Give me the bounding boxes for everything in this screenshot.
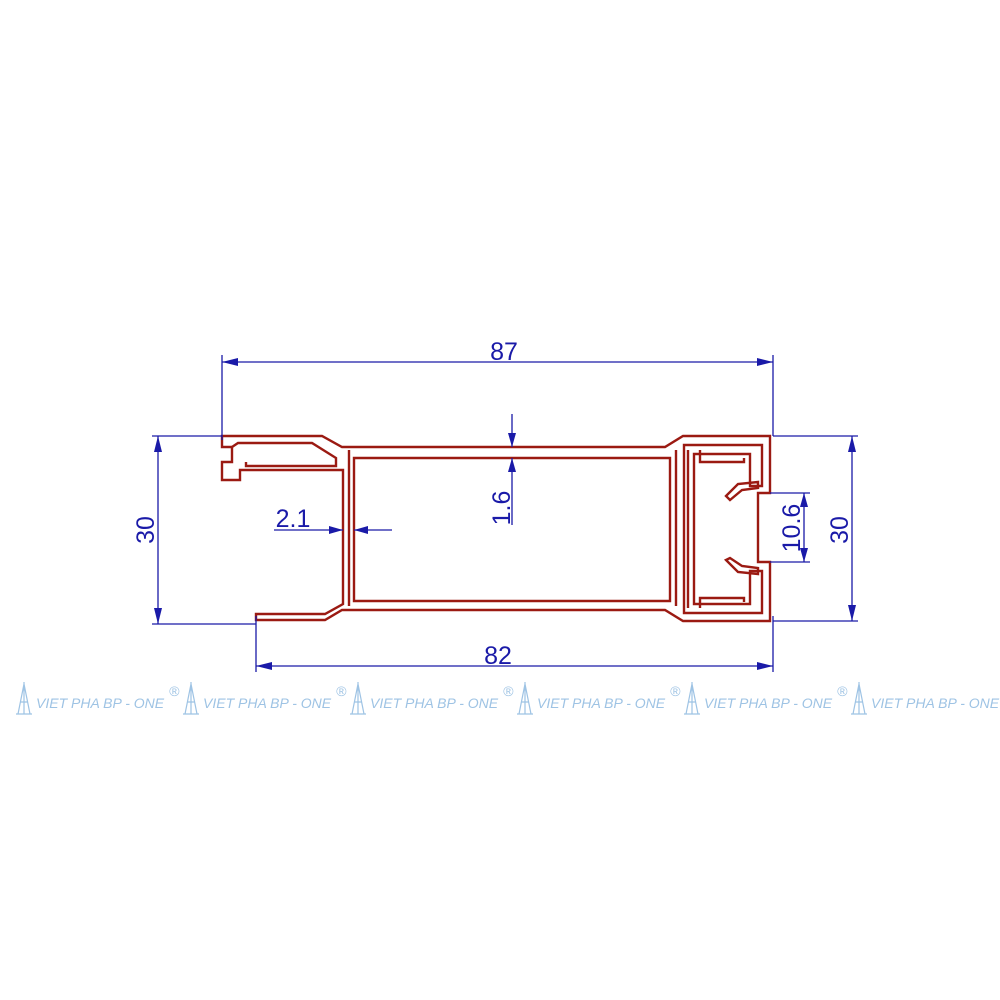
dim-label-right-height: 30 — [826, 516, 854, 544]
watermark-item: VIET PHA BP - ONE® — [851, 682, 1000, 715]
profile-main-chamber — [352, 456, 672, 603]
registered-mark: ® — [837, 683, 848, 699]
watermark-text: VIET PHA BP - ONE — [203, 695, 332, 711]
dim-label-wall-thickness: 1.6 — [488, 491, 516, 526]
tower-logo-icon — [851, 682, 867, 715]
watermark-text: VIET PHA BP - ONE — [36, 695, 165, 711]
profile-right-inner-top — [698, 450, 746, 464]
arrow-head — [154, 608, 162, 624]
arrow-head — [508, 458, 516, 472]
tower-logo-icon — [350, 682, 366, 715]
arrow-head — [800, 548, 808, 562]
arrow-head — [757, 662, 773, 670]
registered-mark: ® — [169, 683, 180, 699]
arrow-head — [508, 433, 516, 447]
tower-logo-icon — [684, 682, 700, 715]
arrow-head — [329, 526, 343, 534]
watermark-text: VIET PHA BP - ONE — [537, 695, 666, 711]
profile-right-channel — [682, 443, 764, 615]
watermark-text: VIET PHA BP - ONE — [704, 695, 833, 711]
tower-logo-icon — [16, 682, 32, 715]
aluminium-profile-section — [220, 434, 772, 623]
watermark-item: VIET PHA BP - ONE® — [16, 682, 180, 715]
dim-label-bottom-width: 82 — [484, 642, 512, 670]
dim-label-slot-width: 10.6 — [778, 504, 806, 553]
watermark-item: VIET PHA BP - ONE® — [684, 682, 848, 715]
arrow-head — [354, 526, 368, 534]
arrow-head — [848, 605, 856, 621]
profile-bottom-clip-lip — [723, 556, 760, 576]
watermark-row: VIET PHA BP - ONE®VIET PHA BP - ONE®VIET… — [16, 682, 1000, 715]
profile-left-hook — [231, 441, 338, 468]
arrow-head — [256, 662, 272, 670]
watermark-item: VIET PHA BP - ONE® — [517, 682, 681, 715]
dim-label-left-height: 30 — [132, 516, 160, 544]
profile-outer-outline — [220, 434, 772, 623]
dim-label-overall-width: 87 — [490, 338, 518, 366]
watermark-text: VIET PHA BP - ONE — [370, 695, 499, 711]
dimension-lines — [152, 355, 858, 672]
registered-mark: ® — [670, 683, 681, 699]
profile-right-inner-bottom — [698, 596, 746, 608]
arrow-head — [757, 358, 773, 366]
arrow-head — [800, 493, 808, 507]
arrow-head — [848, 436, 856, 452]
profile-top-clip-lip — [724, 480, 760, 502]
arrow-head — [222, 358, 238, 366]
watermark-item: VIET PHA BP - ONE® — [350, 682, 514, 715]
tower-logo-icon — [183, 682, 199, 715]
tower-logo-icon — [517, 682, 533, 715]
dim-label-web-thickness: 2.1 — [276, 505, 311, 533]
registered-mark: ® — [503, 683, 514, 699]
watermark-text: VIET PHA BP - ONE — [871, 695, 1000, 711]
watermark-item: VIET PHA BP - ONE® — [183, 682, 347, 715]
arrow-head — [154, 436, 162, 452]
registered-mark: ® — [336, 683, 347, 699]
